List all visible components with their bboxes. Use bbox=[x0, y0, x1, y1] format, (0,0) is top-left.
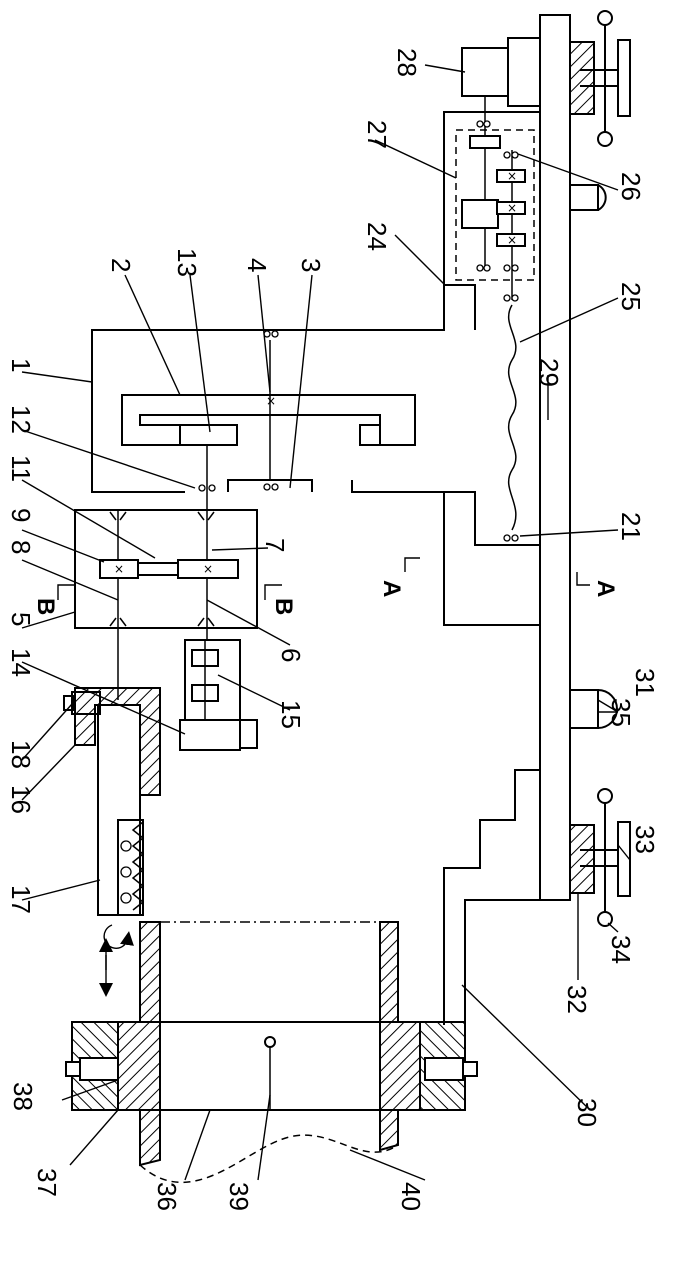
label-18: 18 bbox=[6, 740, 36, 769]
svg-text:×: × bbox=[203, 562, 213, 576]
label-13: 13 bbox=[172, 248, 202, 277]
label-35: 35 bbox=[606, 698, 636, 727]
label-37: 37 bbox=[32, 1168, 62, 1197]
label-39: 39 bbox=[224, 1182, 254, 1211]
label-15: 15 bbox=[276, 700, 306, 729]
section-a-left: A bbox=[378, 580, 405, 597]
section-a-right: A bbox=[592, 580, 619, 597]
label-7: 7 bbox=[260, 538, 290, 552]
label-2: 2 bbox=[106, 258, 136, 272]
label-25: 25 bbox=[616, 282, 646, 311]
label-31: 31 bbox=[630, 668, 660, 697]
section-b-right: B bbox=[270, 598, 297, 615]
label-5: 5 bbox=[6, 612, 36, 626]
label-4: 4 bbox=[242, 258, 272, 272]
label-14: 14 bbox=[6, 648, 36, 677]
label-9: 9 bbox=[6, 508, 36, 522]
label-32: 32 bbox=[562, 985, 592, 1014]
label-30: 30 bbox=[572, 1098, 602, 1127]
label-40: 40 bbox=[396, 1182, 426, 1211]
upper-roller bbox=[570, 185, 606, 210]
motion-arrows bbox=[104, 925, 128, 990]
label-24: 24 bbox=[362, 222, 392, 251]
label-1: 1 bbox=[6, 358, 36, 372]
label-38: 38 bbox=[8, 1082, 38, 1111]
svg-text:×: × bbox=[266, 394, 276, 408]
gearbox-5: × × bbox=[75, 510, 257, 700]
label-21: 21 bbox=[616, 512, 646, 541]
label-27: 27 bbox=[362, 120, 392, 149]
motor-28 bbox=[462, 38, 540, 122]
label-16: 16 bbox=[6, 785, 36, 814]
pipe-36 bbox=[66, 922, 477, 1182]
gearbox-27: × × × bbox=[444, 112, 540, 330]
coupling-15 bbox=[180, 640, 257, 750]
label-12: 12 bbox=[6, 405, 36, 434]
label-8: 8 bbox=[6, 540, 36, 554]
lower-clamp bbox=[570, 789, 630, 926]
svg-text:×: × bbox=[507, 201, 517, 215]
svg-text:×: × bbox=[507, 233, 517, 247]
label-29: 29 bbox=[534, 358, 564, 387]
clamp-16 bbox=[64, 688, 160, 915]
base-30 bbox=[444, 492, 540, 1025]
svg-text:×: × bbox=[507, 169, 517, 183]
label-33: 33 bbox=[630, 825, 660, 854]
label-26: 26 bbox=[616, 172, 646, 201]
label-17: 17 bbox=[6, 885, 36, 914]
label-28: 28 bbox=[392, 48, 422, 77]
upper-clamp bbox=[570, 11, 630, 146]
label-34: 34 bbox=[606, 935, 636, 964]
label-36: 36 bbox=[152, 1182, 182, 1211]
label-6: 6 bbox=[276, 648, 306, 662]
gear-housing-1: × bbox=[122, 331, 415, 510]
label-3: 3 bbox=[296, 258, 326, 272]
label-11: 11 bbox=[6, 455, 36, 482]
rail-29 bbox=[540, 15, 570, 900]
svg-text:×: × bbox=[114, 562, 124, 576]
